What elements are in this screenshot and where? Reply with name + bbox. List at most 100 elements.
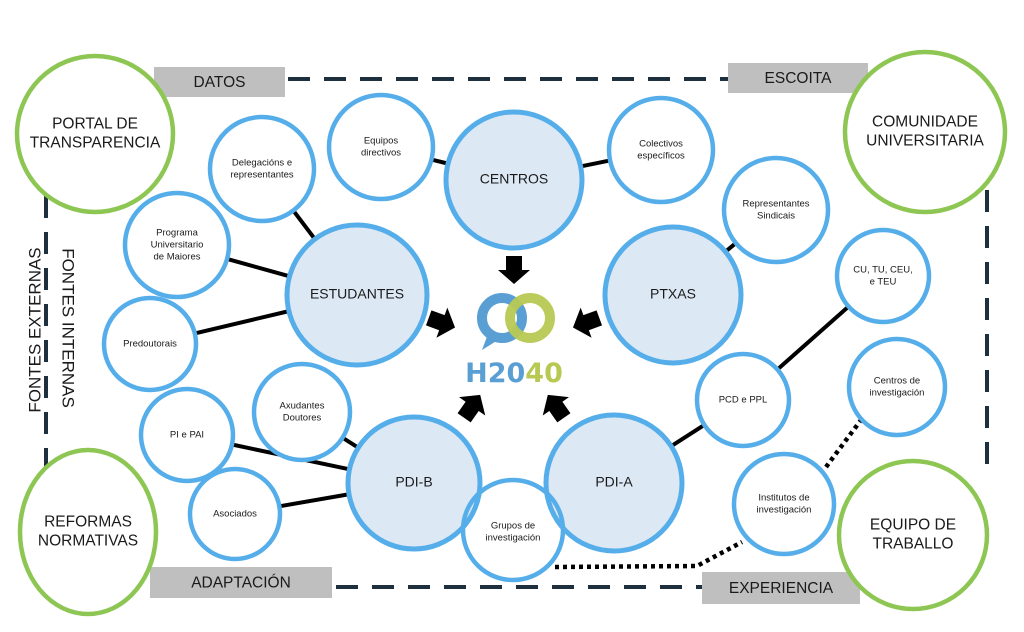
node-circle xyxy=(187,466,283,562)
dashed-frame xyxy=(44,77,989,589)
node-circle xyxy=(606,95,716,205)
connector-programa-estudantes xyxy=(226,256,291,279)
label-fontes-internas: FONTES INTERNAS xyxy=(59,248,78,408)
node-label-line: Delegacións e xyxy=(232,158,292,169)
node-label-line: TRABALLO xyxy=(873,536,954,553)
node-label-line: PDI-B xyxy=(395,474,432,490)
label-escoita: ESCOITA xyxy=(728,63,868,93)
node-asociados[interactable]: Asociados xyxy=(187,466,283,562)
node-label-line: PDI-A xyxy=(595,474,633,490)
svg-text:ADAPTACIÓN: ADAPTACIÓN xyxy=(191,575,291,592)
node-cutu[interactable]: CU, TU, CEU,e TEU xyxy=(834,227,932,325)
node-circle xyxy=(101,295,199,393)
node-label-line: TRANSPARENCIA xyxy=(30,135,161,152)
external-reformas[interactable]: REFORMAS NORMATIVAS xyxy=(17,447,159,617)
node-circle xyxy=(834,227,932,325)
label-adaptacion: ADAPTACIÓN xyxy=(150,567,332,598)
svg-text:EXPERIENCIA: EXPERIENCIA xyxy=(729,580,834,597)
arrow-down-icon xyxy=(498,256,530,284)
hub-pdib[interactable]: PDI-B xyxy=(345,414,483,552)
external-circle xyxy=(842,49,1008,215)
node-label-line: Equipos xyxy=(364,136,399,147)
node-label-line: Doutores xyxy=(283,413,322,424)
arrow-left-icon xyxy=(572,307,603,338)
label-fontes-externas: FONTES EXTERNAS xyxy=(25,247,44,412)
node-label-line: CENTROS xyxy=(480,171,548,187)
label-datos: DATOS xyxy=(154,67,285,97)
node-label-line: investigación xyxy=(486,533,541,544)
frame-labels: DATOS ESCOITA ADAPTACIÓN EXPERIENCIA PORTAL … xyxy=(14,49,1008,617)
connector-equipos-centros xyxy=(430,157,449,166)
dotted-connector-institutos-centrosinv xyxy=(824,418,863,469)
node-circle xyxy=(694,351,792,449)
hub-circle xyxy=(284,222,430,368)
node-predoutorais[interactable]: Predoutorais xyxy=(101,295,199,393)
node-circle xyxy=(731,451,837,557)
node-circle xyxy=(721,155,831,265)
node-label-line: PTXAS xyxy=(650,286,696,302)
external-circle xyxy=(836,458,990,612)
hub-ptxas[interactable]: PTXAS xyxy=(602,224,744,366)
node-label-line: directivos xyxy=(361,148,401,159)
node-pcd[interactable]: PCD e PPL xyxy=(694,351,792,449)
node-label-line: PI e PAI xyxy=(170,430,204,441)
node-label-line: representantes xyxy=(230,170,294,181)
node-label-line: CU, TU, CEU, xyxy=(853,265,912,276)
arrow-up-right-icon xyxy=(457,394,486,423)
node-label-line: Axudantes xyxy=(280,401,325,412)
connector-predoutorais-estudantes xyxy=(194,309,290,336)
hub-circle xyxy=(543,412,685,554)
hub-estudantes[interactable]: ESTUDANTES xyxy=(284,222,430,368)
connector-pcd-pdia xyxy=(670,423,706,448)
node-label-line: REFORMAS xyxy=(44,514,132,531)
arrows xyxy=(425,256,603,423)
node-label-line: PCD e PPL xyxy=(719,395,768,406)
external-portal[interactable]: PORTAL DE TRANSPARENCIA xyxy=(14,53,176,215)
external-comunidade[interactable]: COMUNIDADE UNIVERSITARIA xyxy=(842,49,1008,215)
label-experiencia: EXPERIENCIA xyxy=(702,572,860,604)
node-label-line: PORTAL DE xyxy=(52,116,138,133)
connector-delegacions-estudantes xyxy=(291,209,317,241)
connector-colectivos-centros xyxy=(580,158,611,169)
external-circle xyxy=(14,53,176,215)
arrow-right-icon xyxy=(425,307,456,338)
node-circle xyxy=(122,190,232,300)
node-label-line: Sindicais xyxy=(757,211,795,222)
node-label-line: UNIVERSITARIA xyxy=(866,133,984,150)
node-label-line: investigación xyxy=(757,505,812,516)
node-label-line: Asociados xyxy=(213,509,257,520)
logo-rings xyxy=(477,293,555,350)
hub-pdia[interactable]: PDI-A xyxy=(543,412,685,554)
node-label-line: Representantes xyxy=(742,199,809,210)
node-label-line: Institutos de xyxy=(758,493,809,504)
node-pipai[interactable]: PI e PAI xyxy=(138,386,236,484)
external-circle xyxy=(17,447,159,617)
node-circle xyxy=(251,361,353,463)
connector-asociados-pdib xyxy=(278,492,350,509)
node-label-line: Universitario xyxy=(151,240,204,251)
node-label-line: COMUNIDADE xyxy=(872,114,978,131)
node-label-line: ESTUDANTES xyxy=(310,286,404,302)
node-label-line: Grupos de xyxy=(491,521,535,532)
svg-text:ESCOITA: ESCOITA xyxy=(765,70,833,87)
hub-centros[interactable]: CENTROS xyxy=(443,109,585,251)
node-label-line: Programa xyxy=(156,228,198,239)
hub-circle xyxy=(345,414,483,552)
node-label-line: investigación xyxy=(870,388,925,399)
hub-circle xyxy=(443,109,585,251)
dotted-connector-grupos-institutos xyxy=(554,540,744,570)
node-label-line: e TEU xyxy=(870,277,897,288)
node-label-line: NORMATIVAS xyxy=(38,533,138,550)
connector-axudantes-pdib xyxy=(341,436,360,450)
node-circle xyxy=(207,114,317,224)
